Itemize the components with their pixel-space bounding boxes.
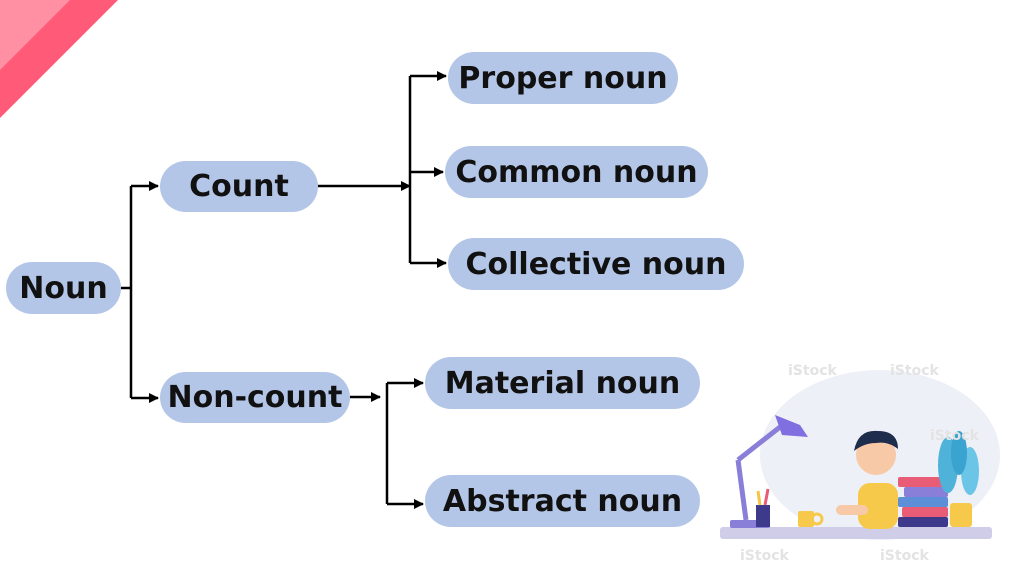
book-stack-icon xyxy=(898,477,948,527)
desk xyxy=(720,527,992,539)
student-icon xyxy=(836,430,898,529)
node-material-noun: Material noun xyxy=(425,357,700,409)
corner-accent-light xyxy=(0,0,70,70)
node-non-count: Non-count xyxy=(160,372,350,423)
node-noun: Noun xyxy=(6,262,121,314)
student-studying-illustration: iStock iStock iStock iStock iStock xyxy=(700,345,1020,570)
watermark-text: iStock xyxy=(930,428,979,444)
node-common-noun: Common noun xyxy=(445,146,708,198)
watermark-text: iStock xyxy=(740,548,789,564)
node-count: Count xyxy=(160,161,318,212)
node-collective-noun: Collective noun xyxy=(448,238,744,290)
pencil-cup-icon xyxy=(756,488,770,527)
node-proper-noun: Proper noun xyxy=(448,52,678,104)
node-abstract-noun: Abstract noun xyxy=(425,475,700,527)
mug-icon xyxy=(798,511,824,527)
watermark-text: iStock xyxy=(788,363,837,379)
watermark-text: iStock xyxy=(880,548,929,564)
plant-icon xyxy=(938,431,979,527)
corner-accent xyxy=(0,0,118,118)
watermark-text: iStock xyxy=(890,363,939,379)
